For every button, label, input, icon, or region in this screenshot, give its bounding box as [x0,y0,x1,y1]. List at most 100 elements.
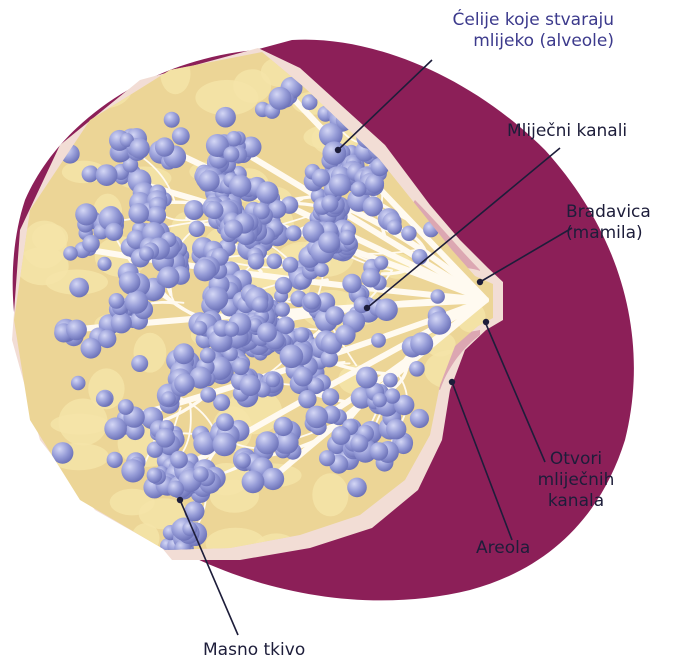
alveolus [256,431,279,454]
alveolus [235,453,251,469]
alveolus [294,327,310,343]
alveolus [96,164,118,186]
alveolus [242,470,265,493]
alveolus [298,390,316,408]
alveolus [342,274,361,293]
alveolus [193,321,208,336]
alveolus [361,268,380,287]
alveolus [325,306,344,325]
alveolus [224,322,239,337]
fat-lobule [160,53,190,94]
alveolus [173,343,194,364]
dot-fat [177,497,183,503]
label-nipple: Bradavica (mamila) [566,202,651,244]
alveolus [275,277,292,294]
alveolus [252,296,268,312]
alveolus [303,292,320,309]
label-openings-line1: Otvori [520,449,632,470]
alveolus [375,298,398,321]
label-openings-line2: mliječnih [520,470,632,491]
alveolus [200,387,216,403]
alveolus [262,468,284,490]
alveolus [63,246,78,261]
alveolus [172,127,190,145]
alveolus [274,417,293,436]
alveolus [322,388,339,405]
alveolus [374,256,388,270]
label-alveoli-line1: Ćelije koje stvaraju [453,10,615,31]
alveolus [105,223,123,241]
alveolus [365,174,384,193]
alveolus [164,112,180,128]
alveolus [350,434,368,452]
label-ducts: Mliječni kanali [507,121,627,142]
alveolus [118,399,134,415]
alveolus [383,373,398,388]
alveolus [161,391,176,406]
alveolus [431,289,445,303]
alveolus [410,332,433,355]
alveolus [97,257,111,271]
alveolus [193,466,209,482]
alveolus [224,220,243,239]
alveolus [351,181,367,197]
alveolus [306,406,329,429]
alveolus [147,468,163,484]
alveolus [266,373,280,387]
label-alveoli-line2: mlijeko (alveole) [453,31,615,52]
alveolus [215,107,236,128]
alveolus [412,249,428,265]
dot-nipple [477,279,483,285]
alveolus [75,203,97,225]
fat-lobule [72,61,134,108]
alveolus [257,323,277,343]
alveolus [340,230,356,246]
alveolus [321,195,338,212]
alveolus [213,433,237,457]
alveolus [96,391,112,407]
alveolus [82,166,99,183]
alveolus [282,257,298,273]
alveolus [128,203,149,224]
alveolus [370,442,388,460]
label-alveoli: Ćelije koje stvaraju mlijeko (alveole) [453,10,615,52]
dot-openings [483,319,489,325]
alveolus [256,181,278,203]
fat-lobule [78,540,122,567]
alveolus [428,311,451,334]
fat-lobule [84,68,115,89]
alveolus [66,320,87,341]
alveolus [82,235,100,253]
alveolus [277,316,295,334]
alveolus [71,376,86,391]
alveolus [216,413,234,431]
alveolus [239,375,260,396]
alveolus [387,220,402,235]
alveolus [170,451,188,469]
fat-lobule [41,490,72,512]
alveolus [206,201,224,219]
alveolus [194,259,217,282]
label-nipple-line1: Bradavica [566,202,651,223]
alveolus [155,428,175,448]
alveolus [155,137,174,156]
alveolus [129,138,149,158]
alveolus [386,419,406,439]
alveolus [121,459,144,482]
alveolus [410,409,429,428]
alveolus [111,312,132,333]
fat-lobule [22,221,67,269]
alveolus [373,393,387,407]
alveolus [109,293,125,309]
alveolus [347,478,367,498]
label-fat: Masno tkivo [203,640,305,661]
alveolus [385,388,400,403]
alveolus [167,481,184,498]
alveolus [286,225,302,241]
alveolus [248,253,265,270]
fat-lobule [312,473,348,516]
alveolus [232,358,249,375]
alveolus [107,452,123,468]
alveolus [371,333,386,348]
alveolus [52,442,74,464]
